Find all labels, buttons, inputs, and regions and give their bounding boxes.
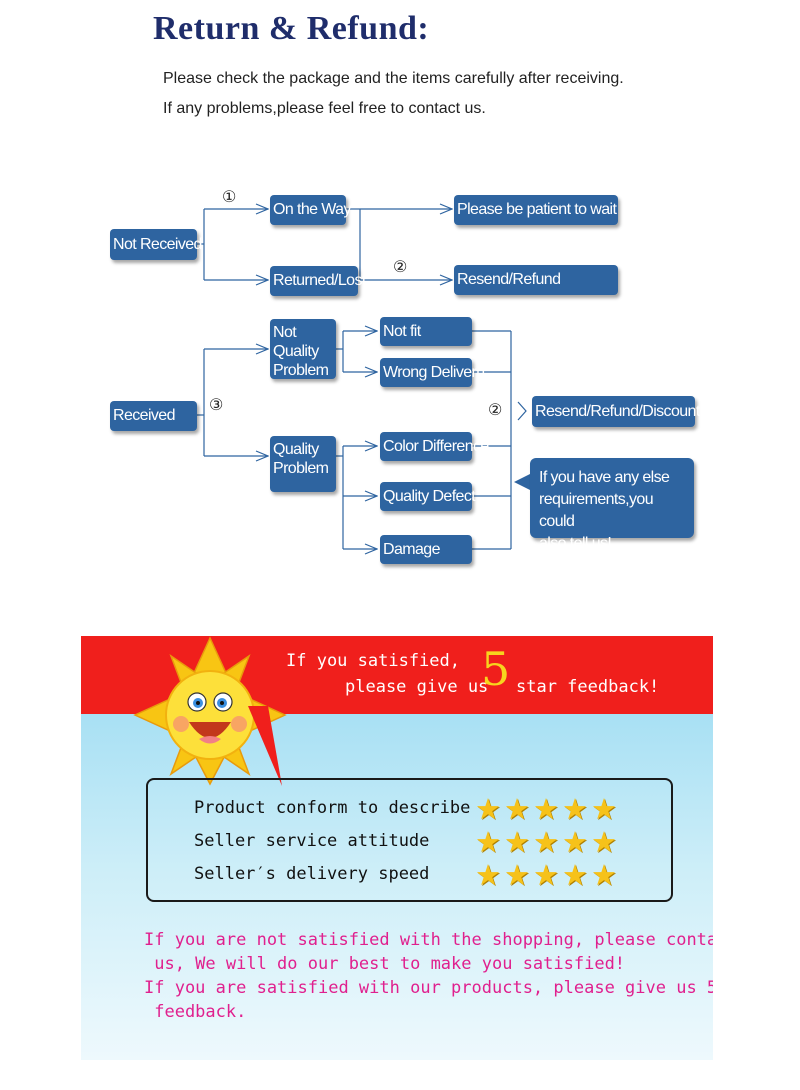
node-resend-refund-discount: Resend/Refund/Discount — [532, 396, 700, 427]
page-title: Return & Refund: — [153, 10, 430, 47]
speech-bubble-tail — [514, 473, 532, 491]
intro-line-2: If any problems,please feel free to cont… — [163, 100, 486, 117]
node-wrong-delivery: Wrong Deliveru — [380, 358, 485, 387]
note-line-4: feedback. — [144, 1002, 247, 1022]
marker-one: ① — [222, 189, 237, 206]
node-color-difference: Color Difference — [380, 432, 489, 461]
node-please-wait: Please be patient to wait — [454, 195, 618, 225]
rating-label-delivery: Seller′s delivery speed — [194, 864, 430, 884]
feedback-banner: If you satisfied, please give us 5 star … — [81, 636, 713, 1060]
intro-line-1: Please check the package and the items c… — [163, 70, 624, 87]
note-line-2: us, We will do our best to make you sati… — [144, 954, 626, 974]
marker-two-top: ② — [393, 259, 408, 276]
note-line-1: If you are not satisfied with the shoppi… — [144, 930, 713, 950]
else-requirements-bubble: If you have any else requirements,you co… — [530, 458, 694, 552]
banner-line-1: If you satisfied, — [286, 651, 460, 671]
node-not-fit: Not fit — [380, 317, 472, 346]
banner-line-2a: please give us — [345, 677, 489, 697]
node-returned-lost: Returned/Lost — [270, 266, 366, 296]
node-damage: Damage — [380, 535, 472, 564]
rating-label-service: Seller service attitude — [194, 831, 430, 851]
node-quality-defect: Quality Defect — [380, 482, 476, 511]
rating-stars-delivery: ★★★★★ — [475, 860, 620, 892]
node-received: Received — [110, 401, 197, 431]
speech-pointer — [248, 706, 282, 786]
banner-body — [81, 714, 713, 1060]
node-quality-problem: Quality Problem — [270, 436, 336, 492]
node-not-quality-problem: Not Quality Problem — [270, 319, 336, 379]
rating-panel: Product conform to describe ★★★★★ Seller… — [146, 778, 673, 902]
rating-stars-service: ★★★★★ — [475, 827, 620, 859]
banner-line-2b: star feedback! — [516, 677, 660, 697]
rating-stars-product: ★★★★★ — [475, 794, 620, 826]
five-number: 5 — [481, 642, 511, 696]
marker-two-bottom: ② — [488, 402, 503, 419]
node-resend-refund: Resend/Refund — [454, 265, 618, 295]
note-line-3: If you are satisfied with our products, … — [144, 978, 713, 998]
rating-label-product: Product conform to describe — [194, 798, 471, 818]
node-on-the-way: On the Way — [270, 195, 351, 225]
node-not-received: Not Received — [110, 229, 202, 260]
flowchart-connectors — [197, 0, 527, 600]
marker-three: ③ — [209, 397, 224, 414]
